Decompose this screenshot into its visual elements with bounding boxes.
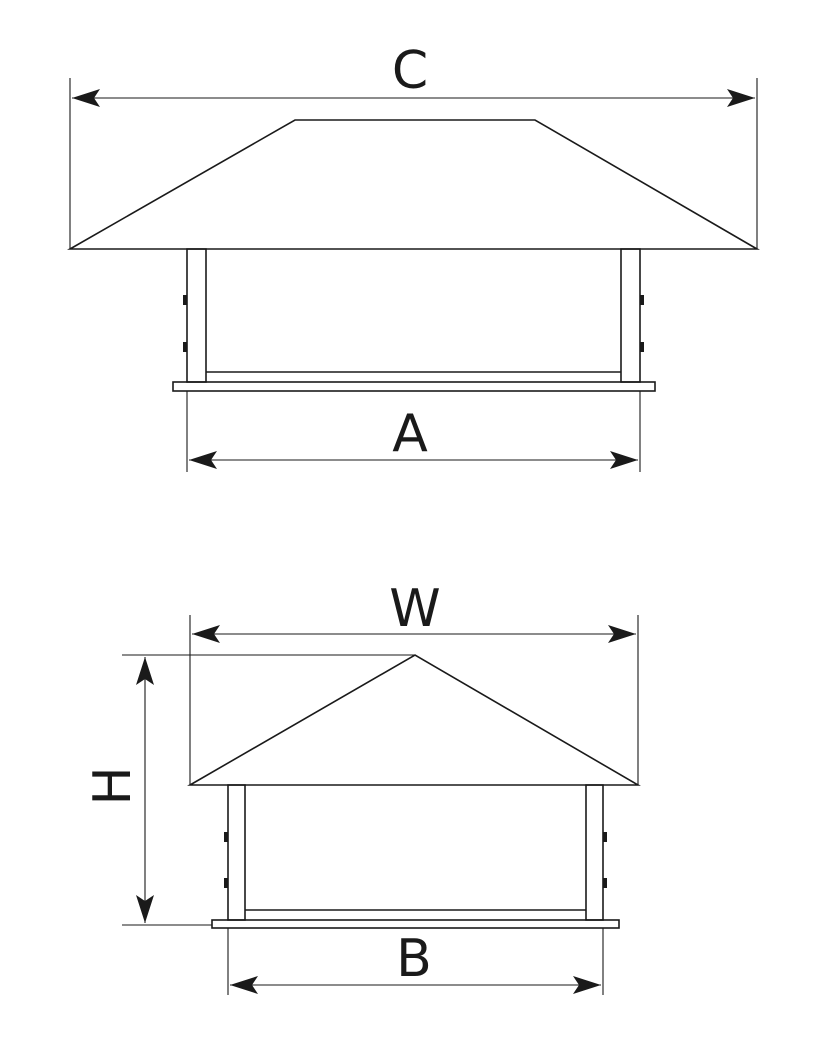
dim-w-arrow-left xyxy=(192,625,220,643)
front-bolt-right-bottom xyxy=(640,342,644,352)
front-view: C A xyxy=(66,41,760,472)
side-base-flange xyxy=(211,919,620,929)
dim-b-arrow-right xyxy=(573,976,601,994)
front-bolt-left-bottom xyxy=(183,342,187,352)
side-bolt-right-bottom xyxy=(603,878,607,888)
side-left-post xyxy=(227,784,246,921)
dim-b-label: B xyxy=(396,929,432,989)
front-bolt-right-top xyxy=(640,295,644,305)
dim-h-arrow-top xyxy=(136,657,154,685)
side-bolt-left-bottom xyxy=(224,878,228,888)
front-right-post xyxy=(620,248,641,383)
side-roof xyxy=(187,654,641,786)
dim-b-arrow-left xyxy=(230,976,258,994)
dim-a-label: A xyxy=(392,404,428,464)
dim-c-label: C xyxy=(392,41,428,101)
front-base-flange xyxy=(172,381,656,392)
dim-h-label: H xyxy=(83,766,143,805)
front-roof xyxy=(66,119,760,250)
dim-h-arrow-bottom xyxy=(136,895,154,923)
side-bolt-left-top xyxy=(224,832,228,842)
side-bolt-right-top xyxy=(603,832,607,842)
front-left-post xyxy=(186,248,207,383)
side-right-post xyxy=(585,784,604,921)
dim-c-arrow-right xyxy=(727,89,755,107)
dim-a-arrow-left xyxy=(189,451,217,469)
side-view: W H B xyxy=(83,579,641,995)
dim-a-arrow-right xyxy=(610,451,638,469)
front-bolt-left-top xyxy=(183,295,187,305)
dim-c-arrow-left xyxy=(72,89,100,107)
dim-w-arrow-right xyxy=(608,625,636,643)
dim-w-label: W xyxy=(389,579,440,639)
